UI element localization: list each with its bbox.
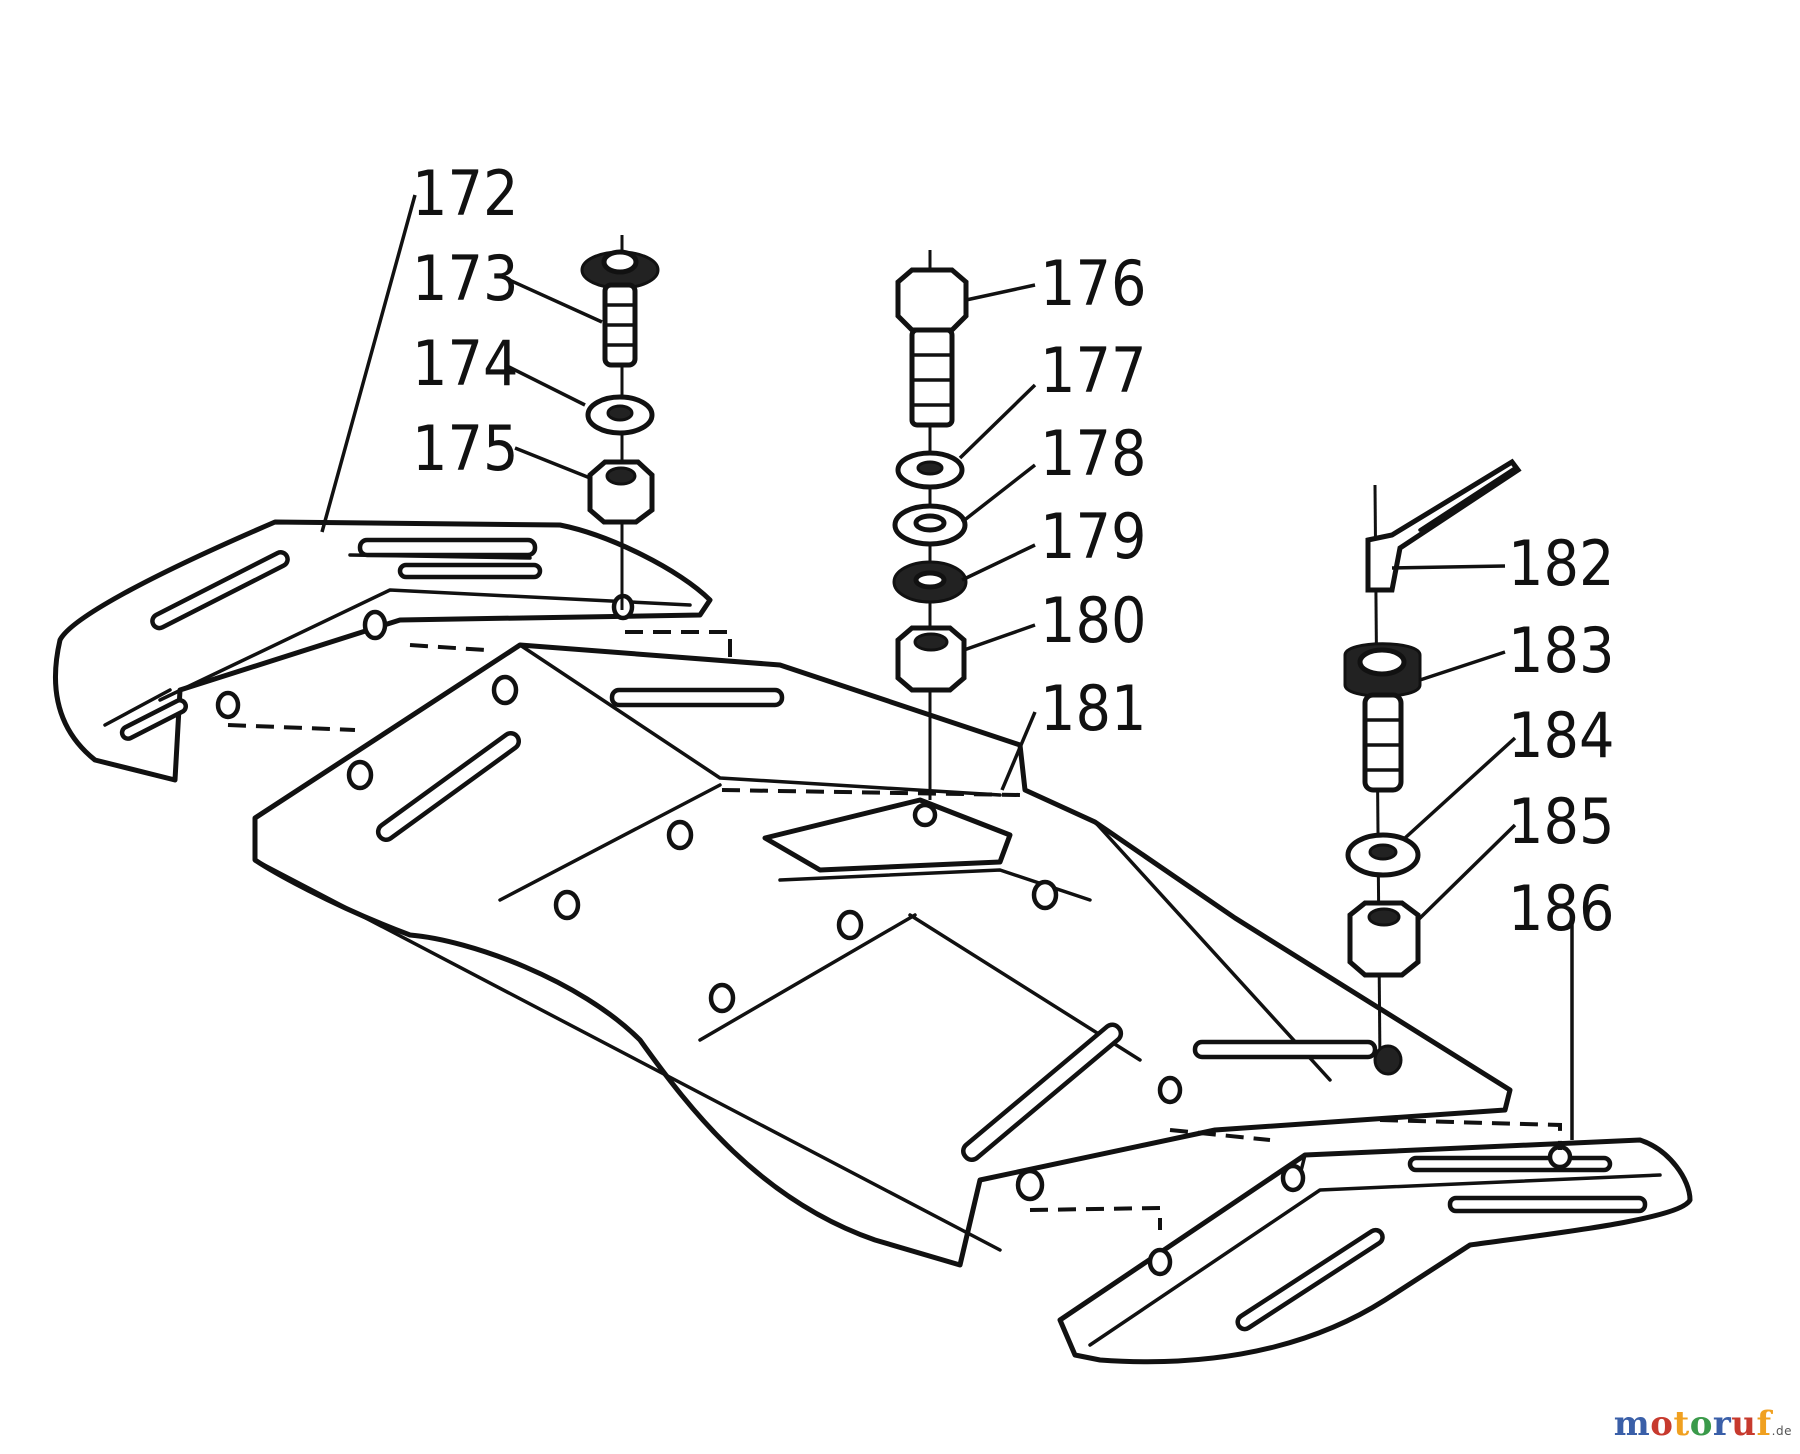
leader-177 <box>958 383 1037 460</box>
left-mounting-bracket <box>53 519 713 783</box>
leader-182 <box>1391 564 1506 570</box>
part-label-183: 183 <box>1508 614 1614 687</box>
part-number-labels: 172 173 174 175 176 177 178 179 180 181 … <box>412 157 1614 945</box>
leader-179 <box>961 543 1036 582</box>
plate-slot <box>375 731 522 843</box>
part-label-174: 174 <box>412 327 518 400</box>
part-label-185: 185 <box>1508 785 1614 858</box>
leader-lines <box>320 194 1574 1140</box>
part-label-178: 178 <box>1040 417 1146 490</box>
bracket-slot <box>1235 1227 1385 1332</box>
leader-184 <box>1403 736 1517 840</box>
part-label-180: 180 <box>1040 584 1146 657</box>
part-label-172: 172 <box>412 157 518 230</box>
bracket-hole <box>1280 1163 1306 1193</box>
assembly-dashed-lines <box>227 630 1562 1230</box>
plate-hole <box>666 819 694 851</box>
leader-173 <box>504 276 603 324</box>
part-label-177: 177 <box>1040 334 1146 407</box>
bolt-176-shank <box>909 327 955 428</box>
leader-183 <box>1419 650 1506 682</box>
bolt-tab <box>762 797 1013 873</box>
plate-hole <box>1157 1075 1183 1105</box>
bracket-hole <box>362 609 388 641</box>
leader-178 <box>960 463 1037 524</box>
bracket-slot <box>357 537 538 558</box>
leader-181 <box>1000 711 1037 791</box>
motoruf-logo: motoruf.de <box>1614 1404 1792 1444</box>
part-label-176: 176 <box>1040 247 1146 320</box>
leader-176 <box>965 283 1036 302</box>
plate-slot <box>1192 1039 1378 1060</box>
bracket-slot <box>150 550 290 631</box>
plate-hole <box>1031 879 1059 911</box>
part-label-175: 175 <box>412 412 518 485</box>
bolt-stack-right <box>1343 458 1522 1076</box>
bracket-hole <box>215 690 241 720</box>
plate-hole <box>1015 1168 1045 1202</box>
leader-185 <box>1416 823 1517 922</box>
bolt-183-shank <box>1362 692 1404 793</box>
bolt-stack-center <box>892 250 969 828</box>
part-label-173: 173 <box>412 242 518 315</box>
plate-slot <box>609 687 785 708</box>
bracket-slot <box>397 562 543 580</box>
logo-text: motoruf <box>1613 1404 1772 1444</box>
nut-185 <box>1347 900 1421 978</box>
part-label-184: 184 <box>1508 699 1614 772</box>
leader-180 <box>963 623 1036 652</box>
part-label-181: 181 <box>1040 672 1146 745</box>
part-label-182: 182 <box>1508 527 1614 600</box>
plate-hole <box>553 889 581 921</box>
plate-hole <box>708 982 736 1014</box>
leader-175 <box>514 446 591 480</box>
bolt-stack-left <box>580 235 660 610</box>
plate-hole <box>836 909 864 941</box>
bracket-slot <box>1447 1195 1648 1214</box>
right-mounting-bracket <box>1057 1137 1693 1365</box>
plate-hole <box>491 674 519 706</box>
leader-172 <box>320 194 417 533</box>
plate-hole <box>346 759 374 791</box>
leader-174 <box>504 363 586 407</box>
bracket-slot <box>119 698 188 741</box>
bolt-176-head <box>895 267 969 333</box>
nut-175 <box>587 459 655 525</box>
part-label-179: 179 <box>1040 500 1146 573</box>
part-label-186: 186 <box>1508 872 1614 945</box>
logo-suffix: .de <box>1771 1424 1792 1438</box>
center-mounting-plate <box>252 642 1513 1268</box>
plate-slot <box>961 1022 1124 1163</box>
pin-182 <box>1365 458 1522 593</box>
bracket-slot <box>1407 1155 1613 1173</box>
bracket-hole <box>1147 1247 1173 1277</box>
